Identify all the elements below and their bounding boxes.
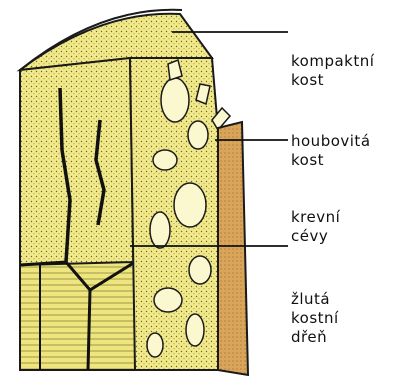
blood-vessel-channel — [88, 290, 90, 370]
compact-bone-lower-band — [20, 262, 135, 370]
label-compact-bone-line2: kost — [291, 71, 374, 90]
label-compact-bone-line1: kompaktní — [291, 52, 374, 71]
label-yellow-marrow: žlutá kostní dřeň — [291, 290, 339, 347]
label-spongy-bone-line2: kost — [291, 151, 371, 170]
label-spongy-bone: houbovitá kost — [291, 132, 371, 170]
label-spongy-bone-line1: houbovitá — [291, 132, 371, 151]
label-yellow-marrow-line2: kostní — [291, 309, 339, 328]
yellow-marrow — [218, 122, 248, 375]
label-blood-vessels: krevní cévy — [291, 208, 340, 246]
label-yellow-marrow-line3: dřeň — [291, 328, 339, 347]
label-yellow-marrow-line1: žlutá — [291, 290, 339, 309]
label-blood-vessels-line1: krevní — [291, 208, 340, 227]
label-blood-vessels-line2: cévy — [291, 227, 340, 246]
label-compact-bone: kompaktní kost — [291, 52, 374, 90]
